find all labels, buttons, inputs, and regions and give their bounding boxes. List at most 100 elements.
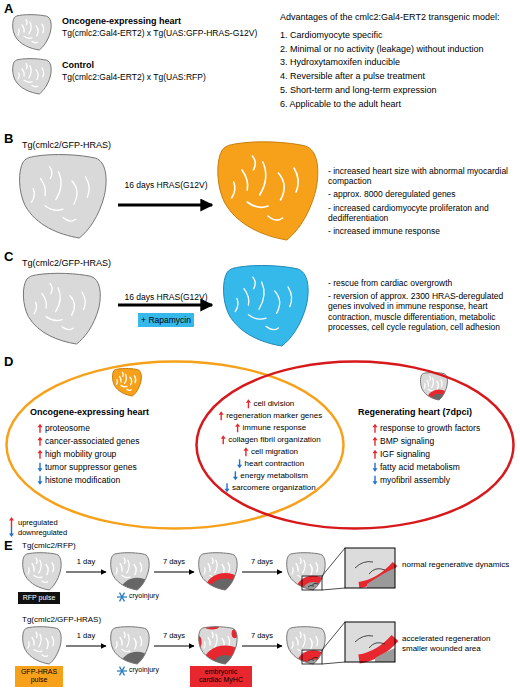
step-arrow <box>66 645 106 646</box>
legend-entry: upregulated <box>8 517 67 527</box>
marker-box: embryonic cardiac MyHC <box>190 666 252 687</box>
heart <box>113 369 142 396</box>
gene-set-ellipse: Regenerating heart (7dpci) response to gr… <box>195 360 515 530</box>
panel-letter: A <box>4 1 13 17</box>
label: Tg(cmlc2/GFP-HRAS) <box>22 140 111 151</box>
list-heading: Advantages of the cmlc2:Gal4-ERT2 transg… <box>280 12 516 23</box>
arrow-label: 16 days HRAS(G12V) <box>124 292 207 302</box>
snowflake <box>117 593 127 602</box>
label: Tg(cmlc2/GFP-HRAS) <box>22 258 111 269</box>
shared-term: immune response <box>243 423 307 433</box>
heart <box>287 553 330 603</box>
gene-term: high mobility group <box>45 449 116 459</box>
up-arrow <box>38 450 43 459</box>
up-arrow <box>373 424 378 433</box>
gene-term: proteosome <box>45 423 90 433</box>
label: Tg(cmlc2:Gal4-ERT2) x Tg(UAS:RFP) <box>62 72 274 82</box>
label: Tg(cmlc2:Gal4-ERT2) x Tg(UAS:GFP-HRAS-G1… <box>62 28 274 38</box>
up-arrow <box>221 435 226 444</box>
box-text: + Rapamycin <box>141 315 191 325</box>
set-heading: Regenerating heart (7dpci) <box>358 407 472 418</box>
box-text: GFP-HRAS pulse <box>18 668 60 685</box>
legend: upregulateddownregulated <box>8 517 67 537</box>
shared-term: heart contraction <box>245 459 305 469</box>
label: 6. Applicable to the adult heart <box>280 99 516 110</box>
label: 1. Cardiomyocyte specific <box>280 30 516 41</box>
label: - reversion of approx. 2300 HRAS-deregul… <box>328 291 516 332</box>
label: - increased immune response <box>328 226 516 236</box>
label: 4. Reversible after a pulse treatment <box>280 71 516 82</box>
shared-term: energy metabolism <box>240 471 308 481</box>
heart <box>23 273 100 344</box>
down-arrow <box>225 483 230 492</box>
time-arrow <box>118 304 212 307</box>
label: 5. Short-term and long-term expression <box>280 85 516 96</box>
snowflake <box>117 667 127 676</box>
heart <box>20 155 107 238</box>
heart <box>199 553 246 606</box>
pulse-box: RFP pulse <box>18 592 60 604</box>
gene-set-ellipse: Oncogene-expressing heartproteosomecance… <box>5 360 345 530</box>
shared-term: cell migration <box>251 447 298 457</box>
heart <box>23 553 61 590</box>
shared-term: collagen fibril organization <box>228 435 321 445</box>
shared-term: sarcomere organization <box>232 483 316 493</box>
down-arrow <box>38 476 43 485</box>
step-arrow <box>154 571 194 572</box>
gene-term: fatty acid metabolism <box>380 462 460 472</box>
down-arrow <box>373 463 378 472</box>
arrow-label: 7 days <box>163 631 185 640</box>
heart <box>23 627 61 664</box>
step-arrow <box>242 571 282 572</box>
legend-entry: downregulated <box>8 527 67 537</box>
up-arrow <box>38 437 43 446</box>
box-text: RFP pulse <box>21 594 57 602</box>
panel-letter: E <box>4 538 13 554</box>
legend-text: downregulated <box>18 528 67 537</box>
heart <box>13 59 51 94</box>
arrow-label: 1 day <box>77 557 95 566</box>
set-heading: Oncogene-expressing heart <box>30 407 149 418</box>
up-arrow <box>373 437 378 446</box>
label: - approx. 8000 deregulated genes <box>328 189 516 199</box>
line-name: Control <box>62 60 274 71</box>
down-arrow <box>237 459 242 468</box>
heart <box>224 265 309 346</box>
label: accelerated regeneration smaller wounded… <box>402 634 514 653</box>
shared-term: cell division <box>253 399 294 409</box>
legend-arrow <box>8 517 15 527</box>
arrow-label: 16 days HRAS(G12V) <box>124 180 207 190</box>
time-arrow <box>118 204 212 207</box>
treatment-box: + Rapamycin <box>138 313 194 327</box>
label: - increased cardiomyocyte proliferaton a… <box>328 203 516 223</box>
up-arrow <box>243 447 248 456</box>
box-text: embryonic cardiac MyHC <box>193 668 249 685</box>
label: - increased heart size with abnormal myo… <box>328 166 516 186</box>
arrow-label: 1 day <box>77 631 95 640</box>
heart <box>420 373 450 410</box>
gene-term: IGF signaling <box>380 449 430 459</box>
heart <box>13 15 51 50</box>
line-name: Oncogene-expressing heart <box>62 16 274 27</box>
gene-term: tumor suppressor genes <box>45 462 137 472</box>
up-arrow <box>373 450 378 459</box>
pulse-box: GFP-HRAS pulse <box>15 666 63 687</box>
down-arrow <box>38 463 43 472</box>
label: Tg(cmlc2/RFP) <box>22 541 76 551</box>
step-arrow <box>66 571 106 572</box>
label: - rescue from cardiac overgrowth <box>328 278 516 288</box>
label: 2. Minimal or no activity (leakage) with… <box>280 44 516 55</box>
panel-letter: D <box>4 354 13 370</box>
up-arrow <box>235 423 240 432</box>
shared-term: regeneration marker genes <box>226 411 322 421</box>
gene-term: response to growth factors <box>380 423 480 433</box>
label: cryoinjury <box>129 666 159 674</box>
heart <box>287 627 330 676</box>
up-arrow <box>219 411 224 420</box>
gene-term: histone modification <box>45 475 120 485</box>
panel-letter: C <box>4 249 13 265</box>
heart <box>218 142 318 240</box>
panel-letter: B <box>4 131 13 147</box>
